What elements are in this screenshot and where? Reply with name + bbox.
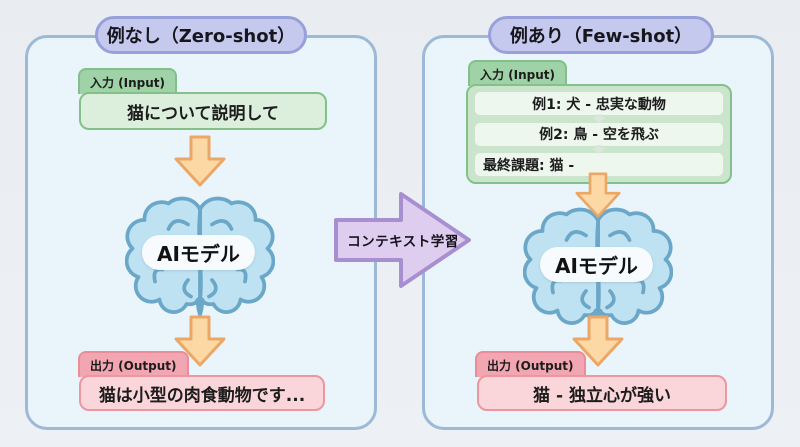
down-arrow-icon	[174, 135, 226, 187]
row-separator-arrow-icon	[592, 114, 606, 124]
zero-shot-input-label-tab: 入力 (Input)	[78, 68, 178, 94]
zero-shot-model-label: AIモデル	[142, 235, 255, 270]
final-task-row: 最終課題: 猫 -	[475, 153, 723, 176]
few-shot-input-label-tab: 入力 (Input)	[468, 60, 568, 86]
context-learning-label: コンテキスト学習	[347, 234, 459, 250]
context-learning-arrow-icon	[334, 192, 471, 288]
few-shot-model-label: AIモデル	[540, 247, 653, 282]
row-separator-arrow-icon	[592, 144, 606, 154]
example-row-1: 例1: 犬 - 忠実な動物	[475, 92, 723, 115]
zero-shot-output-label-tab: 出力 (Output)	[78, 351, 189, 377]
few-shot-output-label-tab: 出力 (Output)	[475, 351, 586, 377]
few-shot-input-box: 例1: 犬 - 忠実な動物 例2: 鳥 - 空を飛ぶ 最終課題: 猫 -	[466, 84, 732, 184]
few-shot-output-box: 猫 - 独立心が強い	[477, 375, 727, 411]
zero-shot-input-box: 猫について説明して	[79, 92, 327, 130]
zero-shot-output-box: 猫は小型の肉食動物です...	[79, 375, 325, 411]
zero-shot-title: 例なし（Zero-shot）	[95, 16, 307, 54]
example-row-2: 例2: 鳥 - 空を飛ぶ	[475, 122, 723, 146]
few-shot-title: 例あり（Few-shot）	[488, 16, 714, 54]
down-arrow-icon	[575, 172, 621, 218]
